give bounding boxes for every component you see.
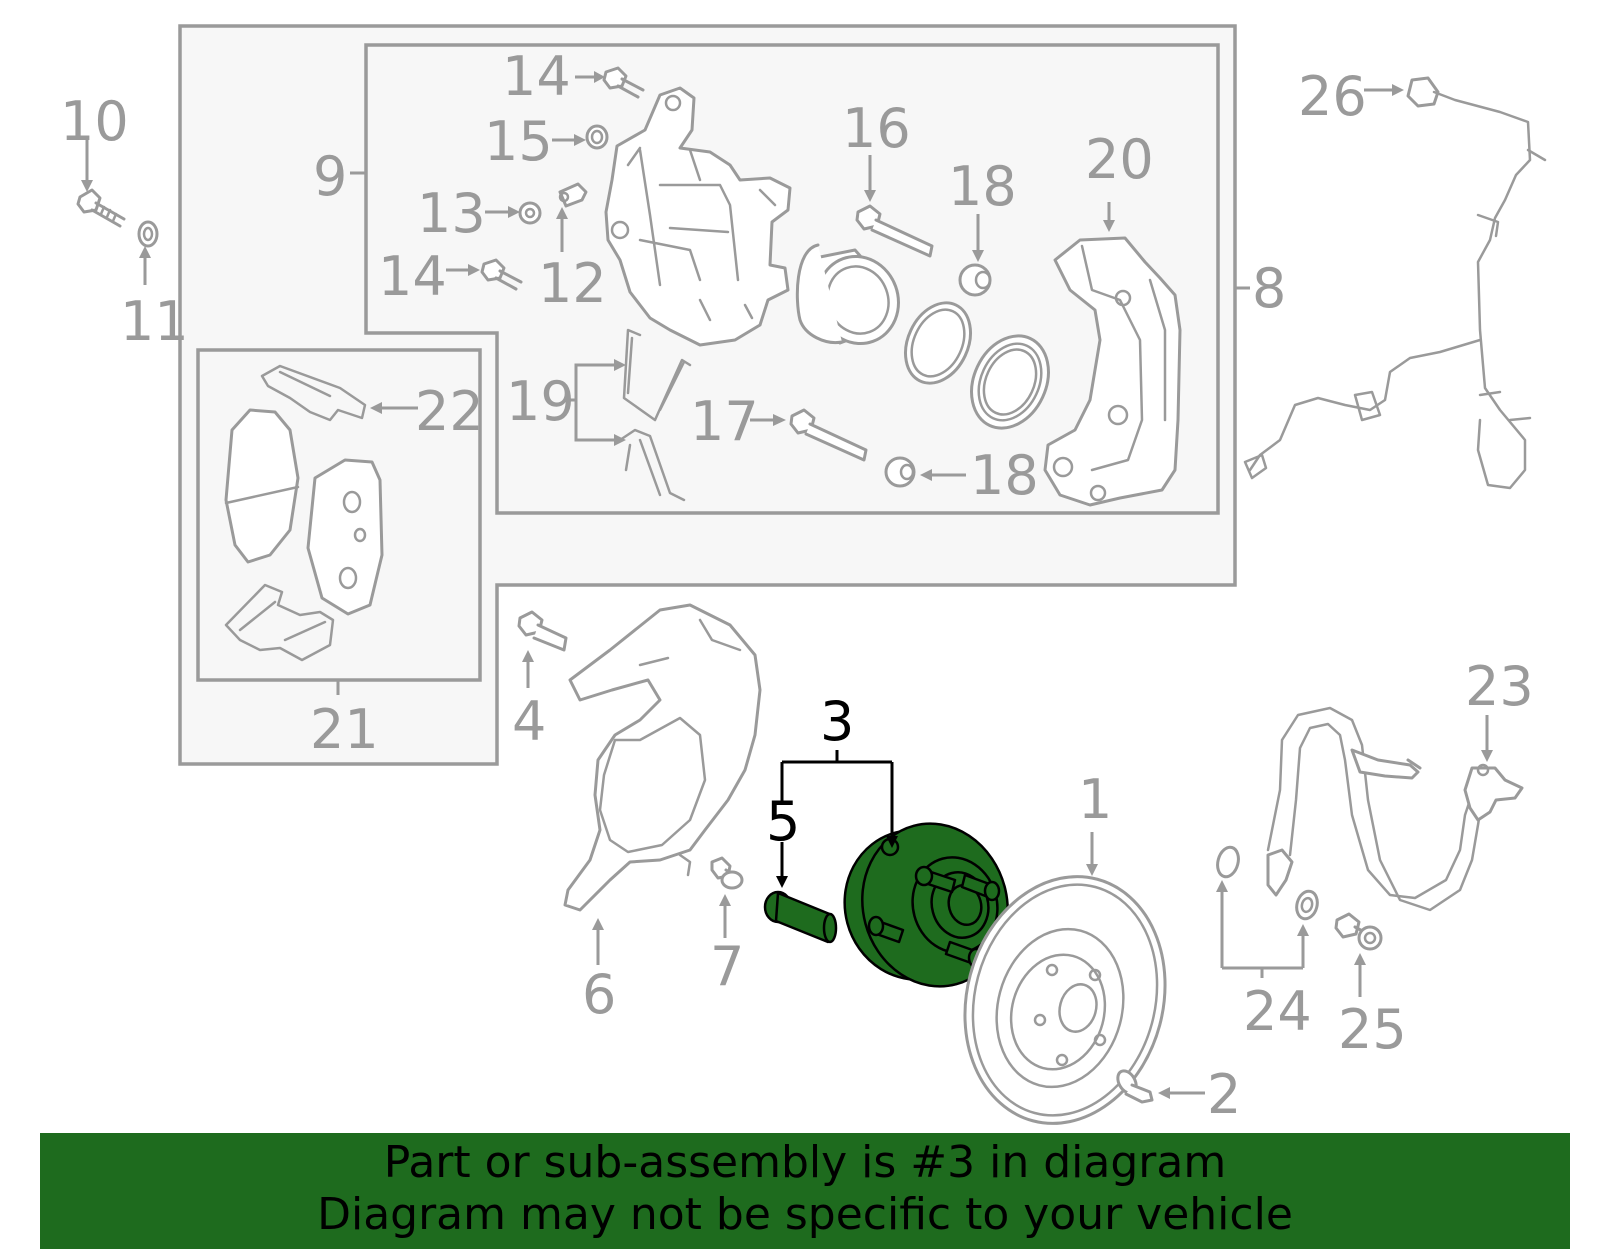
label-22: 22 xyxy=(415,380,484,443)
bolt-7 xyxy=(710,856,744,938)
label-17: 17 xyxy=(690,390,759,453)
label-13: 13 xyxy=(417,182,486,245)
wheel-stud-5 xyxy=(763,890,838,944)
cap-18-top xyxy=(958,214,992,297)
wheel-hub-assembly-3 xyxy=(843,822,1009,988)
label-19: 19 xyxy=(506,370,575,433)
brake-rotor-1 xyxy=(963,832,1167,1125)
label-10: 10 xyxy=(60,90,129,153)
bolt-25 xyxy=(1334,912,1383,997)
label-4: 4 xyxy=(512,690,546,753)
label-26: 26 xyxy=(1298,65,1367,128)
brake-parts-diagram: 10 11 9 14 15 13 14 12 16 18 20 8 26 19 … xyxy=(60,24,1547,1126)
nut-13 xyxy=(485,201,542,225)
guide-pin-17 xyxy=(750,408,868,462)
brake-pads xyxy=(224,408,384,662)
info-banner: Part or sub-assembly is #3 in diagram Di… xyxy=(40,1133,1570,1249)
washer-11 xyxy=(137,220,159,285)
brake-hose-23 xyxy=(1266,706,1524,912)
leader-3-5 xyxy=(776,750,898,888)
label-15: 15 xyxy=(484,110,553,173)
label-8: 8 xyxy=(1252,257,1286,320)
label-11: 11 xyxy=(120,290,189,353)
piston xyxy=(795,243,900,346)
label-5: 5 xyxy=(766,790,800,853)
label-14-top: 14 xyxy=(502,45,571,108)
piston-seal xyxy=(904,301,972,385)
label-1: 1 xyxy=(1078,768,1112,831)
bolt-10 xyxy=(76,140,126,228)
caliper-bracket-20 xyxy=(1043,202,1182,507)
label-9: 9 xyxy=(313,145,347,208)
bolt-14-top xyxy=(575,66,645,99)
bleeder-12 xyxy=(556,182,588,252)
label-3: 3 xyxy=(820,690,854,753)
guide-pin-16 xyxy=(855,155,934,258)
label-18-top: 18 xyxy=(948,155,1017,218)
wheel-speed-sensor-26 xyxy=(1243,76,1547,490)
label-23: 23 xyxy=(1465,655,1534,718)
label-6: 6 xyxy=(582,963,616,1026)
label-24: 24 xyxy=(1243,980,1312,1043)
cap-15 xyxy=(552,124,609,150)
dust-shield-6 xyxy=(563,603,762,965)
label-7: 7 xyxy=(710,935,744,998)
clips-19 xyxy=(570,328,692,502)
screw-2 xyxy=(1116,1069,1205,1104)
label-14-lower: 14 xyxy=(378,245,447,308)
bolt-4 xyxy=(517,610,568,688)
label-25: 25 xyxy=(1338,998,1407,1061)
caliper-body xyxy=(604,86,792,347)
label-2: 2 xyxy=(1207,1063,1241,1126)
cap-18-bottom xyxy=(884,456,966,488)
label-21: 21 xyxy=(310,698,379,761)
label-16: 16 xyxy=(842,97,911,160)
piston-boot xyxy=(970,334,1050,430)
banner-line-1: Part or sub-assembly is #3 in diagram xyxy=(383,1137,1227,1188)
bolt-14-lower xyxy=(446,258,523,291)
washers-24 xyxy=(1216,845,1319,978)
banner-line-2: Diagram may not be specific to your vehi… xyxy=(317,1189,1293,1240)
label-18-bottom: 18 xyxy=(970,444,1039,507)
label-20: 20 xyxy=(1085,128,1154,191)
pad-clip-22 xyxy=(260,364,418,422)
label-12: 12 xyxy=(538,252,607,315)
